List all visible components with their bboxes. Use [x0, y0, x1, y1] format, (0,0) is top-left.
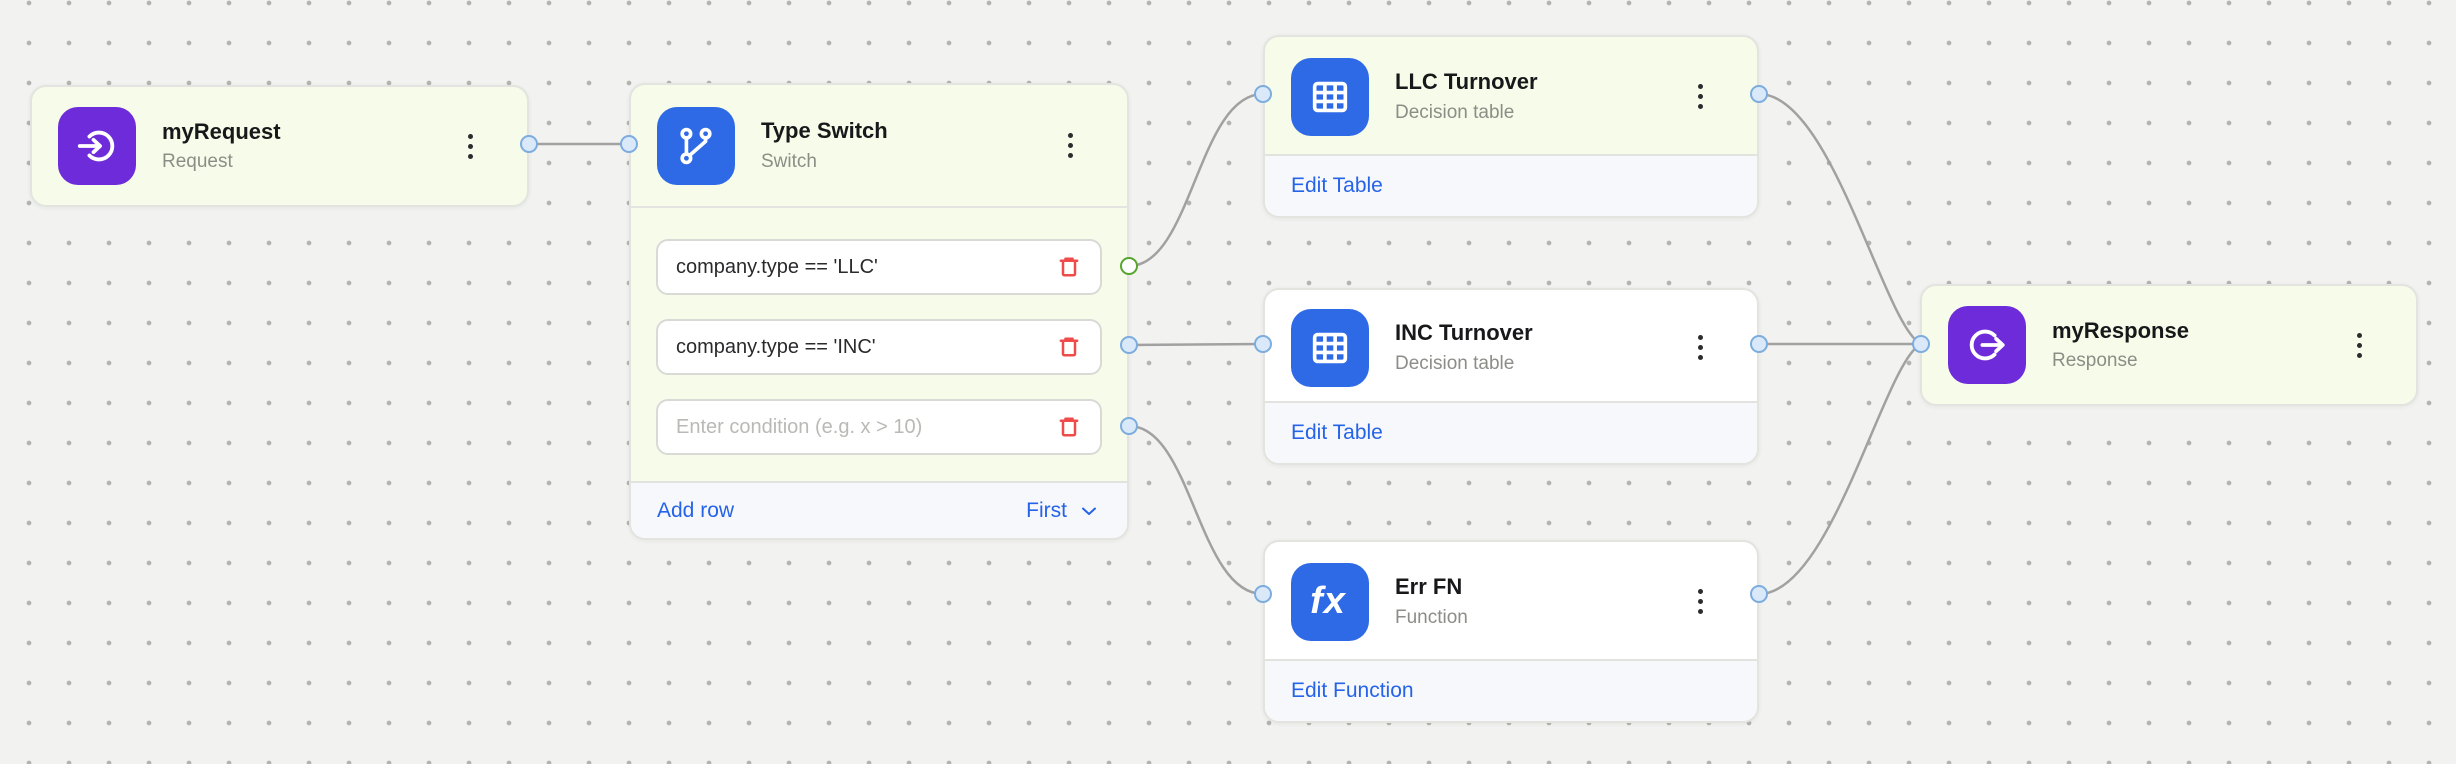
- port-in-my-response[interactable]: [1912, 335, 1930, 353]
- node-my-request[interactable]: myRequest Request: [30, 85, 529, 207]
- kebab-menu-button[interactable]: [462, 128, 479, 165]
- condition-input-1[interactable]: [664, 255, 1050, 279]
- kebab-menu-button[interactable]: [1692, 329, 1709, 366]
- hit-policy-value: First: [1026, 498, 1067, 522]
- table-icon: [1291, 308, 1369, 387]
- trash-icon: [1059, 337, 1079, 357]
- condition-input-3[interactable]: [664, 415, 1050, 439]
- node-err-fn[interactable]: fx Err FN Function Edit Function: [1263, 540, 1759, 723]
- node-title: myResponse: [2052, 317, 2189, 343]
- edit-table-button[interactable]: Edit Table: [1291, 421, 1383, 444]
- node-title: Err FN: [1395, 574, 1463, 600]
- kebab-menu-button[interactable]: [1692, 583, 1709, 620]
- node-subtitle: Decision table: [1395, 352, 1515, 374]
- condition-row-2: [656, 319, 1102, 375]
- port-out-err-fn[interactable]: [1750, 585, 1768, 603]
- condition-input-2[interactable]: [664, 335, 1050, 359]
- node-title: INC Turnover: [1395, 320, 1533, 346]
- kebab-menu-button[interactable]: [1062, 127, 1079, 164]
- chevron-down-icon: [1082, 507, 1096, 515]
- edge-err-to-response: [1758, 342, 1922, 596]
- node-inc-turnover[interactable]: INC Turnover Decision table Edit Table: [1263, 288, 1759, 465]
- port-in-type-switch[interactable]: [620, 135, 638, 153]
- kebab-menu-button[interactable]: [2351, 327, 2368, 364]
- kebab-menu-button[interactable]: [1692, 78, 1709, 115]
- logout-icon: [1948, 306, 2026, 384]
- table-icon: [1291, 57, 1369, 136]
- delete-row-button-2[interactable]: [1050, 328, 1088, 366]
- node-title: LLC Turnover: [1395, 69, 1538, 95]
- node-subtitle: Response: [2052, 350, 2138, 372]
- node-subtitle: Function: [1395, 606, 1468, 628]
- add-row-button[interactable]: Add row: [657, 498, 735, 522]
- port-out-switch-condition-2[interactable]: [1120, 336, 1138, 354]
- hit-policy-dropdown[interactable]: First: [1026, 499, 1101, 523]
- edit-table-button[interactable]: Edit Table: [1291, 174, 1383, 197]
- edge-llc-to-response: [1758, 92, 1922, 346]
- login-icon: [58, 107, 136, 185]
- edge-switch-inc: [1128, 342, 1264, 347]
- delete-row-button-3[interactable]: [1050, 408, 1088, 446]
- port-in-err-fn[interactable]: [1254, 585, 1272, 603]
- port-in-inc-turnover[interactable]: [1254, 335, 1272, 353]
- node-title: myRequest: [162, 118, 281, 144]
- port-in-llc-turnover[interactable]: [1254, 85, 1272, 103]
- node-subtitle: Decision table: [1395, 101, 1515, 123]
- branch-icon: [657, 106, 735, 185]
- trash-icon: [1059, 417, 1079, 437]
- node-subtitle: Switch: [761, 150, 817, 172]
- delete-row-button-1[interactable]: [1050, 248, 1088, 286]
- trash-icon: [1059, 257, 1079, 277]
- edit-function-button[interactable]: Edit Function: [1291, 679, 1414, 702]
- port-out-inc-turnover[interactable]: [1750, 335, 1768, 353]
- node-subtitle: Request: [162, 151, 233, 173]
- node-my-response[interactable]: myResponse Response: [1920, 284, 2418, 406]
- port-out-my-request[interactable]: [520, 135, 538, 153]
- function-icon: fx: [1291, 562, 1369, 641]
- node-title: Type Switch: [761, 118, 888, 144]
- port-out-switch-condition-1[interactable]: [1120, 257, 1138, 275]
- node-llc-turnover[interactable]: LLC Turnover Decision table Edit Table: [1263, 35, 1759, 218]
- port-out-switch-condition-3[interactable]: [1120, 417, 1138, 435]
- edge-switch-err: [1128, 424, 1264, 596]
- node-type-switch[interactable]: Type Switch Switch: [629, 83, 1129, 540]
- condition-row-3: [656, 399, 1102, 455]
- condition-row-1: [656, 239, 1102, 295]
- edge-switch-llc: [1128, 92, 1264, 268]
- port-out-llc-turnover[interactable]: [1750, 85, 1768, 103]
